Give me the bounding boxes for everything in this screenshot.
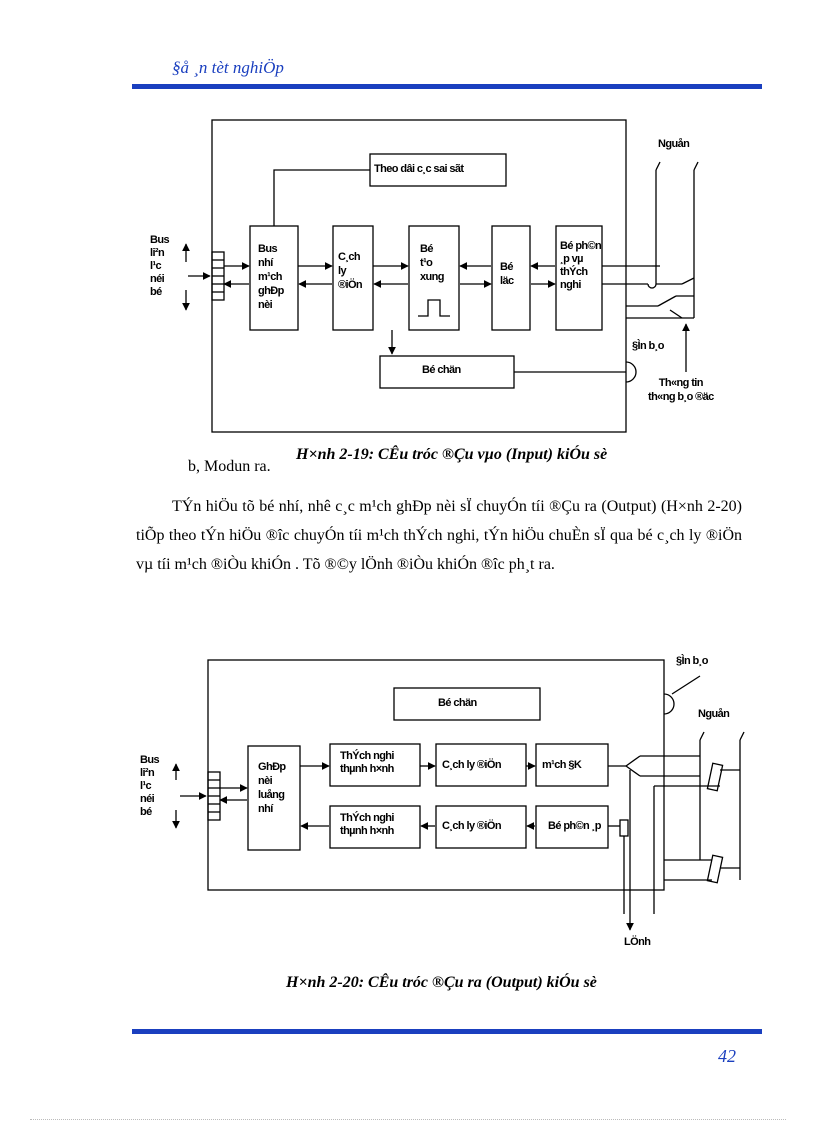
header-rule [132, 84, 762, 89]
subheading: b, Modun ra. [188, 458, 271, 475]
fig2-iso2-label: C¸ch ly ®iÖn [442, 820, 502, 832]
running-header: §å ¸n tèt nghiÖp [172, 58, 284, 77]
fig2-control-label: m¹ch §K [542, 759, 582, 771]
fig2-power-label: Nguån [698, 708, 730, 720]
fig2-indicator-label: §Ìn b¸o [676, 655, 708, 667]
figure2-caption: H×nh 2-20: CÊu tróc ®Çu ra (Output) kiÓu… [286, 974, 597, 991]
fig2-cmd-label: LÖnh [624, 936, 651, 948]
fig1-indicator-label: §Ìn b¸o [632, 340, 664, 352]
fig1-selector-label: Bé chän [422, 364, 461, 376]
figure1-caption: H×nh 2-19: CÊu tróc ®Çu vµo (Input) kiÓu… [296, 446, 608, 463]
fig2-adapter-label: Bé ph©n ¸p [548, 820, 601, 832]
fig1-monitor-label: Theo dâi c¸c sai sãt [374, 163, 464, 175]
page-edge-dots [30, 1119, 786, 1120]
fig1-power-label: Nguån [658, 138, 690, 150]
body-paragraph: TÝn hiÖu tõ bé nhí, nhê c¸c m¹ch ghÐp nè… [136, 498, 742, 573]
fig2-iso1-label: C¸ch ly ®iÖn [442, 759, 502, 771]
footer-rule [132, 1029, 762, 1034]
fig2-selector-label: Bé chän [438, 697, 477, 709]
page-number: 42 [718, 1046, 736, 1066]
